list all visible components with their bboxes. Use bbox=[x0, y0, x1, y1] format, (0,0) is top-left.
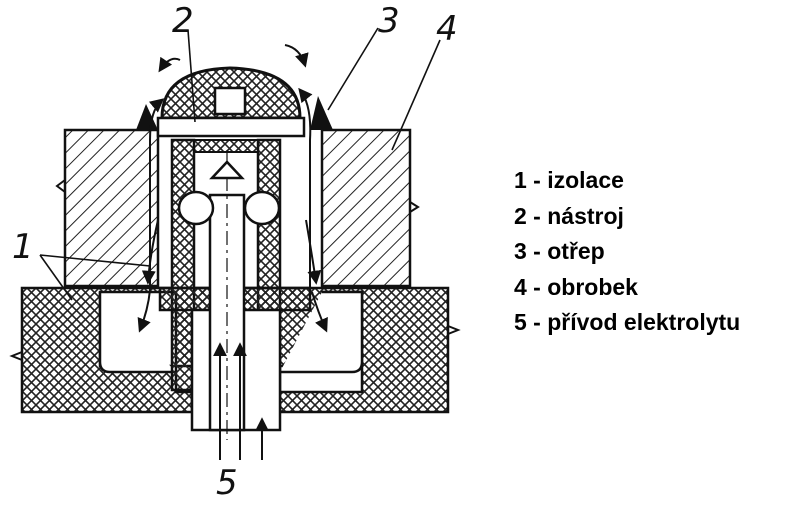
label-2: 2 bbox=[172, 1, 194, 41]
outlet-holes bbox=[177, 160, 281, 226]
label-5: 5 bbox=[216, 463, 238, 503]
label-1: 1 bbox=[12, 227, 34, 267]
workpiece bbox=[55, 128, 420, 288]
burr bbox=[136, 96, 333, 130]
tool-head bbox=[156, 66, 306, 138]
legend-item: 5 - přívod elektrolytu bbox=[514, 309, 741, 335]
cross-section-drawing: 1 2 3 4 5 bbox=[9, 1, 461, 503]
legend-item: 2 - nástroj bbox=[514, 202, 624, 229]
leader-lines bbox=[39, 27, 441, 301]
legend-item: 1 - izolace bbox=[514, 167, 624, 193]
legend-item: 3 - otřep bbox=[514, 238, 605, 264]
label-3: 3 bbox=[378, 1, 400, 41]
label-4: 4 bbox=[436, 9, 458, 49]
flow-arrows bbox=[137, 44, 328, 460]
legend: 1 - izolace 2 - nástroj 3 - otřep 4 - ob… bbox=[514, 163, 740, 341]
legend-item: 4 - obrobek bbox=[514, 273, 638, 300]
